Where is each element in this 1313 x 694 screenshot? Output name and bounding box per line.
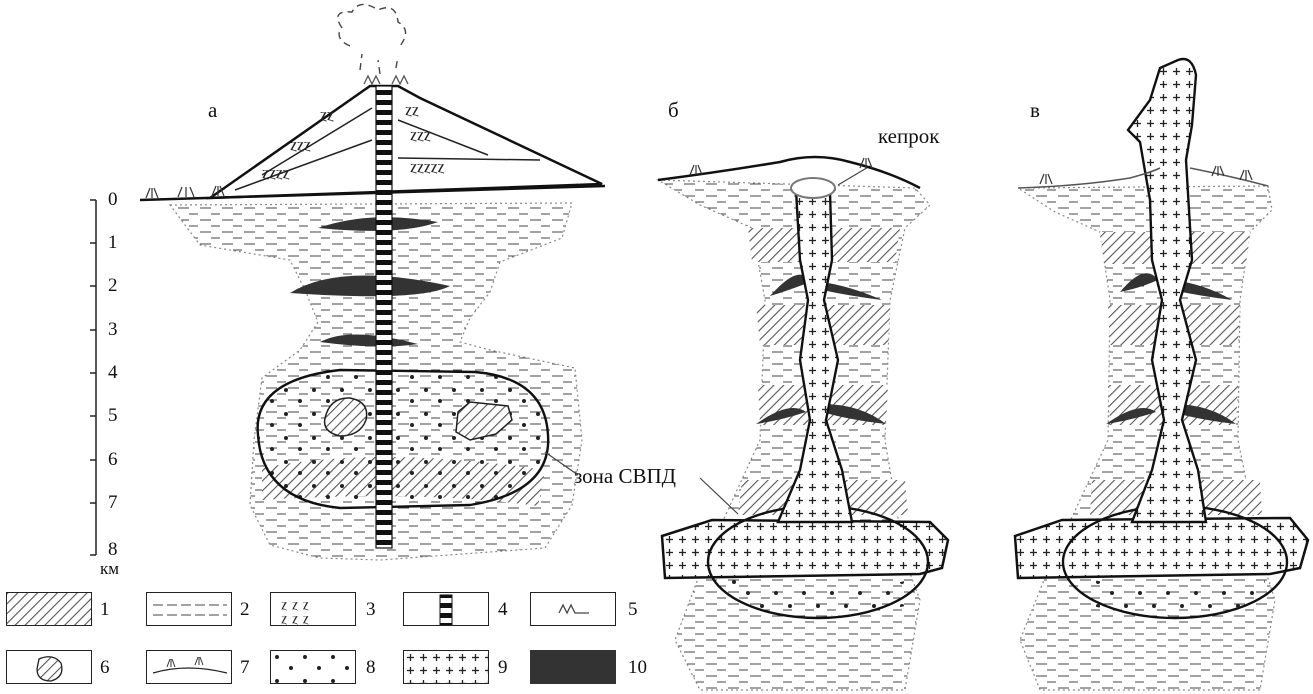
panel-v-section — [1015, 59, 1308, 690]
depth-tick: 5 — [108, 406, 118, 425]
legend-swatch-solid — [530, 650, 616, 684]
panel-a-svpd-zone — [258, 370, 549, 508]
depth-tick: 7 — [108, 493, 118, 512]
legend-number: 8 — [366, 658, 376, 677]
panel-b-label: б — [668, 100, 679, 121]
legend-swatch-dots — [270, 650, 356, 684]
panel-a-conduit — [376, 86, 392, 548]
svg-text:ⲍⲍⲍ: ⲍⲍⲍ — [410, 125, 431, 145]
depth-tick: 8 — [108, 540, 118, 559]
svg-text:ⲍ ⲍ ⲍ: ⲍ ⲍ ⲍ — [281, 609, 309, 626]
legend-number: 9 — [498, 658, 508, 677]
legend-number: 1 — [100, 600, 110, 619]
depth-tick: 4 — [108, 363, 118, 382]
svg-text:ⲍⲍⲍⲍⲍ: ⲍⲍⲍⲍⲍ — [410, 157, 445, 177]
legend-number: 3 — [366, 600, 376, 619]
depth-tick: 3 — [108, 320, 118, 339]
legend-swatch-lens — [6, 650, 92, 684]
vent-spikes — [364, 76, 408, 84]
depth-tick: 0 — [108, 190, 118, 209]
legend-number: 10 — [628, 658, 647, 677]
legend-number: 4 — [498, 600, 508, 619]
svpd-zone-label: зона СВПД — [574, 466, 676, 487]
legend-number: 7 — [240, 658, 250, 677]
caprock-label: кепрок — [878, 126, 939, 147]
panel-a-label: а — [208, 100, 217, 121]
legend-number: 5 — [628, 600, 638, 619]
legend-number: 2 — [240, 600, 250, 619]
panel-b-section — [658, 157, 948, 690]
legend-swatch-vent — [530, 592, 616, 626]
svg-text:ⲍⲍ: ⲍⲍ — [320, 105, 334, 125]
legend-swatch-hatched — [6, 592, 92, 626]
svg-text:ⲍⲍⲍⲍ: ⲍⲍⲍⲍ — [262, 163, 290, 183]
legend-swatch-ground — [146, 650, 232, 684]
depth-tick: 2 — [108, 276, 118, 295]
eruption-cloud — [338, 4, 406, 74]
legend-swatch-plus — [403, 650, 489, 684]
legend-number: 6 — [100, 658, 110, 677]
depth-tick: 1 — [108, 233, 118, 252]
legend-swatch-dashed — [146, 592, 232, 626]
depth-unit: км — [100, 560, 119, 577]
svg-text:ⲍⲍ: ⲍⲍ — [405, 100, 419, 120]
depth-scale — [90, 200, 96, 555]
legend-swatch-conduit — [403, 592, 489, 626]
panel-v-label: в — [1030, 100, 1040, 121]
panel-b-caprock — [791, 178, 835, 198]
depth-tick: 6 — [108, 450, 118, 469]
svg-text:ⲍⲍⲍ: ⲍⲍⲍ — [290, 135, 311, 155]
